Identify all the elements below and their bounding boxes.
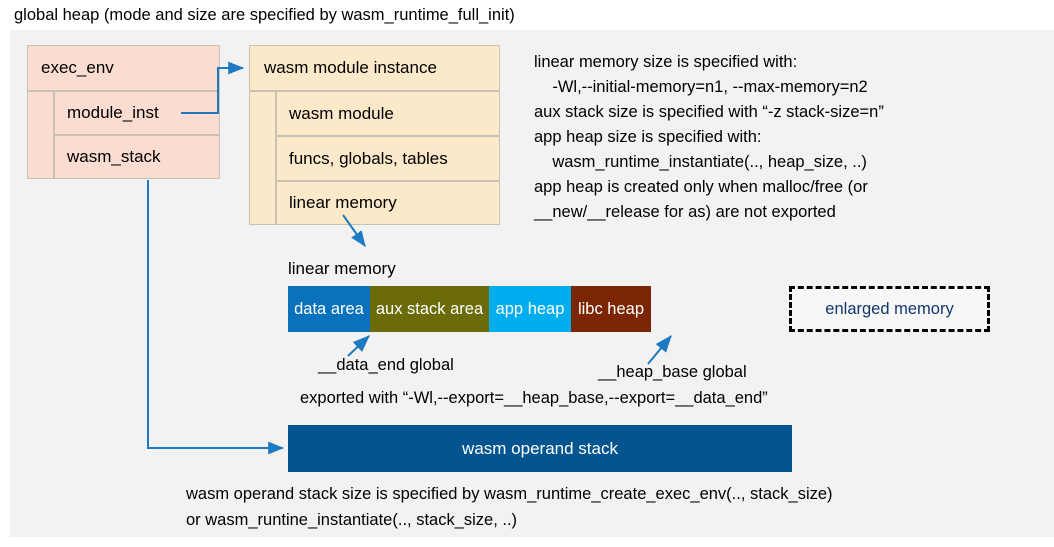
module-instance-row-wasm-module: wasm module <box>276 91 500 136</box>
annotation-exported-with: exported with “-Wl,--export=__heap_base,… <box>300 389 768 407</box>
module-instance-row-funcs-globals-tables: funcs, globals, tables <box>276 136 500 181</box>
linear-memory-strip-label: linear memory <box>288 259 396 278</box>
operand-stack-caption: wasm operand stack size is specified by … <box>186 485 833 529</box>
memory-spec-note: linear memory size is specified with: -W… <box>534 53 884 221</box>
exec-env-row-module-inst: module_inst <box>54 91 220 135</box>
module-instance-indent-spine <box>249 91 276 225</box>
annotation-data-end-global: __data_end global <box>318 356 454 374</box>
exec-env-row-wasm-stack: wasm_stack <box>54 135 220 179</box>
annotation-heap-base-global: __heap_base global <box>598 363 747 381</box>
exec-env-header: exec_env <box>27 45 220 91</box>
page-title: global heap (mode and size are specified… <box>14 6 515 24</box>
memory-segment-app-heap: app heap <box>489 286 571 332</box>
memory-segment-aux-stack-area: aux stack area <box>370 286 489 332</box>
memory-segment-enlarged-memory: enlarged memory <box>789 286 990 332</box>
wasm-operand-stack-box: wasm operand stack <box>288 425 792 472</box>
module-instance-row-linear-memory: linear memory <box>276 181 500 225</box>
exec-env-indent-spine <box>27 91 54 179</box>
memory-segment-data-area: data area <box>288 286 370 332</box>
module-instance-header: wasm module instance <box>249 45 500 91</box>
memory-segment-libc-heap: libc heap <box>571 286 651 332</box>
